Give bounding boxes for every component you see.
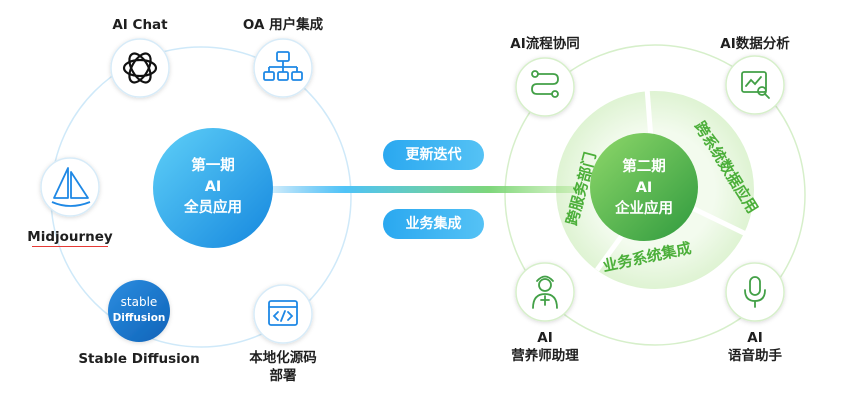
midjourney-spellcheck-underline [32,246,108,247]
oa-label: OA 用户集成 [242,17,324,33]
phase2-orbit [504,44,806,346]
nutrition-line1: AI [537,330,553,346]
midjourney-node [40,157,100,217]
phase1-line1: 第一期 [191,158,235,174]
voice-node [725,262,785,322]
phase1-center-label: 第一期 AI 全员应用 [163,156,263,219]
stable-badge-line1: stable [120,295,158,309]
local-deploy-label: 本地化源码 部署 [233,349,333,385]
voice-line2: 语音助手 [728,348,782,364]
midjourney-label: Midjourney [27,229,113,245]
phase1-line3: 全员应用 [184,200,242,216]
microphone-icon [744,276,766,308]
ai-chat-node [110,38,170,98]
phase2-center-label: 第二期 AI 企业应用 [594,157,694,220]
workflow-icon [531,70,559,98]
stable-diffusion-label: Stable Diffusion [78,351,200,367]
stable-badge-line2: Diffusion [112,312,166,324]
local-deploy-line2: 部署 [269,368,297,384]
voice-label: AI 语音助手 [705,329,805,365]
phase2-center-circle [590,133,698,241]
code-window-icon [268,300,298,326]
phase2-line2: AI [635,180,653,196]
nutrition-line2: 营养师助理 [511,348,579,364]
chart-search-icon [741,71,770,99]
nutrition-node [515,262,575,322]
openai-icon [122,52,158,84]
local-deploy-line1: 本地化源码 [249,350,317,366]
phase1-center-circle [153,128,273,248]
oa-node [253,38,313,98]
voice-line1: AI [747,330,763,346]
iterate-pill: 更新迭代 [405,147,462,163]
phase1-line2: AI [204,179,222,195]
iterate-pill-bg [383,140,484,170]
integrate-pill-bg [383,209,484,239]
ai-chat-label: AI Chat [112,17,168,33]
nurse-icon [532,275,558,309]
nutrition-label: AI 营养师助理 [495,329,595,365]
data-analysis-label: AI数据分析 [720,36,790,52]
integrate-pill: 业务集成 [405,216,462,232]
stable-diffusion-logo: stable Diffusion [108,294,170,326]
workflow-node [515,57,575,117]
phase2-line3: 企业应用 [615,201,673,217]
workflow-label: AI流程协同 [510,36,580,52]
stable-diffusion-node [108,280,170,342]
data-analysis-node [725,55,785,115]
phase2-line1: 第二期 [622,159,666,175]
sailboat-icon [51,167,91,207]
local-deploy-node [253,284,313,344]
connection-bar [265,186,585,193]
org-chart-icon [263,51,303,81]
